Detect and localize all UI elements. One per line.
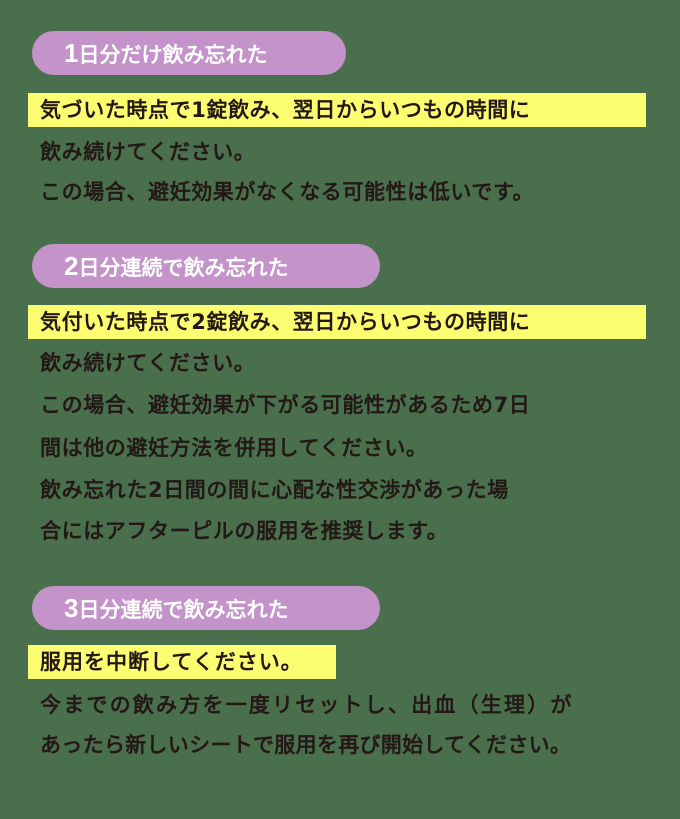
section-2-line-5: 合にはアフターピルの服用を推奨します。	[40, 519, 449, 543]
section-3-badge: 3日分連続で飲み忘れた	[32, 586, 380, 630]
section-1-highlight-text: 気づいた時点で1錠飲み、翌日からいつもの時間に	[40, 98, 531, 122]
section-2-line-4: 飲み忘れた2日間の間に心配な性交渉があった場	[40, 478, 509, 502]
section-1-highlight	[28, 93, 646, 127]
section-1-badge: 1日分だけ飲み忘れた	[32, 31, 346, 75]
badge-number: 3	[64, 593, 79, 623]
badge-number: 2	[64, 251, 79, 281]
badge-title: 日分連続で飲み忘れた	[78, 256, 289, 280]
section-3-highlight	[28, 645, 336, 679]
section-2-highlight	[28, 305, 646, 339]
section-2-highlight-text: 気付いた時点で2錠飲み、翌日からいつもの時間に	[40, 310, 531, 334]
section-3-line-1: 今までの飲み方を一度リセットし、出血（生理）が	[40, 693, 574, 717]
section-2-line-1: 飲み続けてください。	[40, 351, 256, 375]
section-2-badge: 2日分連続で飲み忘れた	[32, 244, 380, 288]
badge-title: 日分連続で飲み忘れた	[78, 598, 289, 622]
section-2-line-2: この場合、避妊効果が下がる可能性があるため7日	[40, 393, 531, 417]
badge-number: 1	[64, 38, 79, 68]
section-3-highlight-text: 服用を中断してください。	[40, 650, 303, 674]
section-1-line-2: この場合、避妊効果がなくなる可能性は低いです。	[40, 180, 535, 204]
badge-title: 日分だけ飲み忘れた	[78, 43, 268, 67]
section-1-line-1: 飲み続けてください。	[40, 140, 256, 164]
section-2-line-3: 間は他の避妊方法を併用してください。	[40, 436, 428, 460]
section-3-line-2: あったら新しいシートで服用を再び開始してください。	[40, 733, 572, 757]
